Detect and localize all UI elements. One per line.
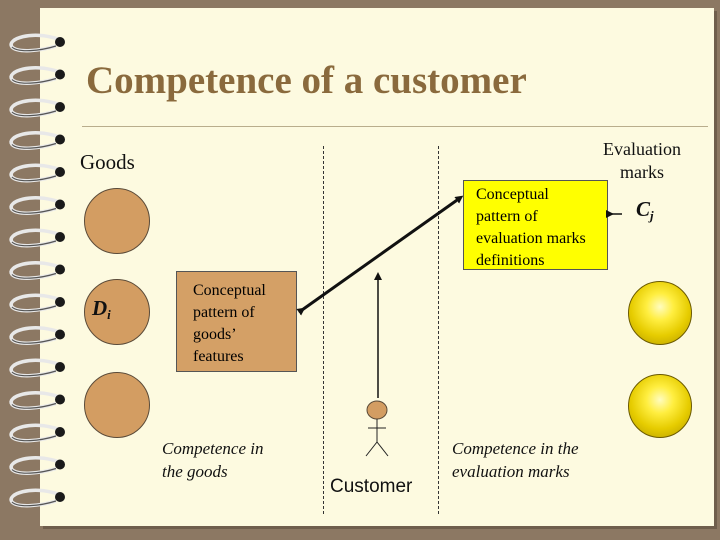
- evaluation-pattern-line: evaluation marks: [476, 230, 586, 247]
- goods-circle-middle: [84, 279, 150, 345]
- divider-left: [323, 146, 324, 514]
- divider-right: [438, 146, 439, 514]
- binding-ring: [9, 326, 65, 345]
- binding-ring: [9, 98, 65, 118]
- title-underline: [82, 126, 708, 127]
- goods-item-subscript: i: [107, 307, 111, 322]
- customer-label: Customer: [330, 476, 413, 497]
- binding-ring: [9, 456, 65, 475]
- binding-ring: [9, 391, 65, 410]
- evaluation-circle-middle: [628, 281, 692, 345]
- goods-circle-bottom: [84, 372, 150, 438]
- evaluation-pattern-line: definitions: [476, 252, 545, 269]
- competence-goods-line: Competence in: [162, 439, 264, 458]
- evaluation-pattern-box: Conceptual pattern of evaluation marks d…: [463, 180, 608, 270]
- competence-link-arrow: [296, 195, 464, 316]
- competence-evaluation-text: Competence in the evaluation marks: [452, 437, 579, 483]
- evaluation-pattern-line: pattern of: [476, 208, 538, 225]
- goods-pattern-line: features: [193, 348, 244, 365]
- evaluation-pattern-line: Conceptual: [476, 186, 549, 203]
- evaluation-item-symbol: Cj: [636, 197, 654, 223]
- evaluation-circle-bottom: [628, 374, 692, 438]
- evaluation-marks-label-line1: Evaluation: [603, 139, 681, 159]
- binding-ring: [9, 293, 65, 313]
- competence-goods-line: the goods: [162, 462, 228, 481]
- goods-pattern-line: goods’: [193, 326, 237, 343]
- binding-ring: [9, 358, 65, 378]
- binding-ring: [9, 196, 65, 215]
- binding-ring: [9, 228, 65, 248]
- slide-title: Competence of a customer: [86, 59, 527, 102]
- evaluation-marks-label: Evaluation marks: [580, 138, 704, 184]
- competence-evaluation-line: evaluation marks: [452, 462, 570, 481]
- evaluation-marks-label-line2: marks: [620, 162, 664, 182]
- goods-pattern-line: Conceptual: [193, 282, 266, 299]
- binding-ring: [9, 33, 65, 53]
- binding-ring: [9, 163, 65, 183]
- spiral-binding: [9, 33, 65, 508]
- binding-ring: [9, 423, 65, 443]
- binding-ring: [9, 66, 65, 85]
- goods-pattern-box: Conceptual pattern of goods’ features: [176, 271, 297, 372]
- customer-figure-icon: [365, 400, 389, 457]
- evaluation-item-subscript: j: [650, 208, 654, 223]
- competence-evaluation-line: Competence in the: [452, 439, 579, 458]
- goods-item-letter: D: [92, 296, 108, 320]
- binding-ring: [9, 131, 65, 150]
- competence-goods-text: Competence in the goods: [162, 437, 264, 483]
- goods-pattern-line: pattern of: [193, 304, 255, 321]
- evaluation-item-letter: C: [636, 197, 651, 221]
- goods-circle-top: [84, 188, 150, 254]
- goods-label: Goods: [80, 150, 135, 174]
- binding-ring: [9, 261, 65, 280]
- goods-item-symbol: Di: [92, 296, 111, 322]
- binding-ring: [9, 488, 65, 508]
